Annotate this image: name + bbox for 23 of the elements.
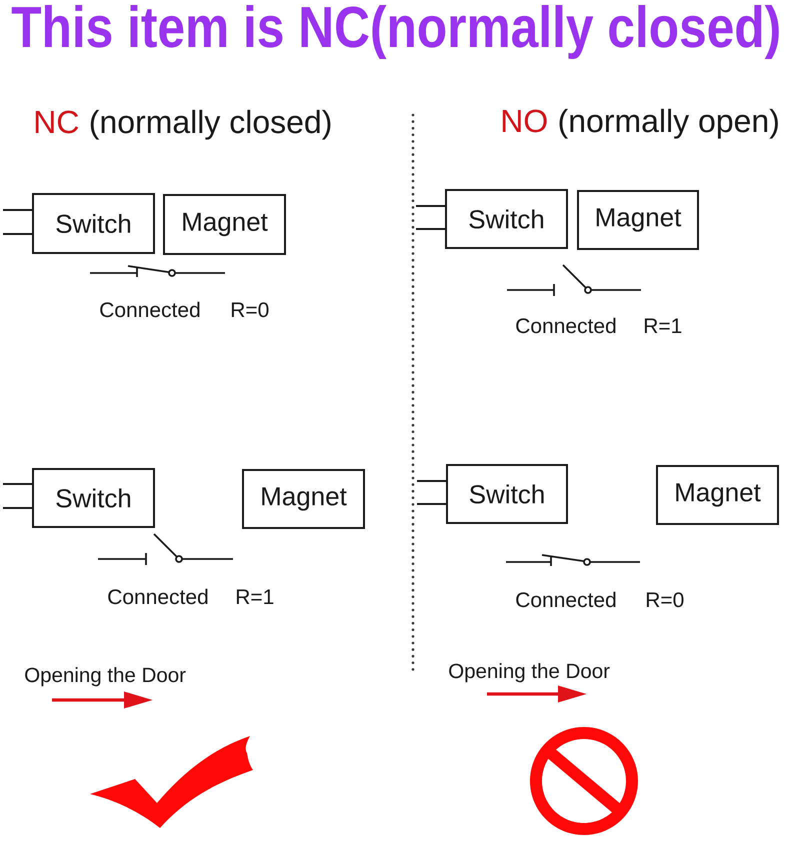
state-label: Connected <box>100 302 200 318</box>
state-label: Connected <box>108 588 208 604</box>
action-label: Opening the Door <box>449 663 610 682</box>
heading: NC <box>36 110 78 134</box>
action-label: Opening the Door <box>25 667 186 686</box>
heading: (normally open) <box>560 108 778 139</box>
resistance-label: R=1 <box>236 590 274 604</box>
resistance-label: R=0 <box>646 592 684 608</box>
magnet-box: Magnet <box>577 190 699 250</box>
heading: NO <box>502 110 547 132</box>
switch-box: Switch <box>446 464 568 524</box>
state-label: Connected <box>516 318 616 334</box>
magnet-box: Magnet <box>656 465 779 525</box>
resistance-label: R=0 <box>232 302 268 318</box>
switch-box: Switch <box>445 189 568 249</box>
resistance-label: R=1 <box>644 318 682 333</box>
switch-box: Switch <box>32 193 155 254</box>
magnet-box: Magnet <box>163 194 286 255</box>
state-label: Connected <box>516 592 616 608</box>
switch-box: Switch <box>32 468 155 528</box>
heading: (normally closed) <box>90 110 330 140</box>
title: This item is NC(normally closed) <box>12 5 779 60</box>
magnet-box: Magnet <box>242 469 365 529</box>
